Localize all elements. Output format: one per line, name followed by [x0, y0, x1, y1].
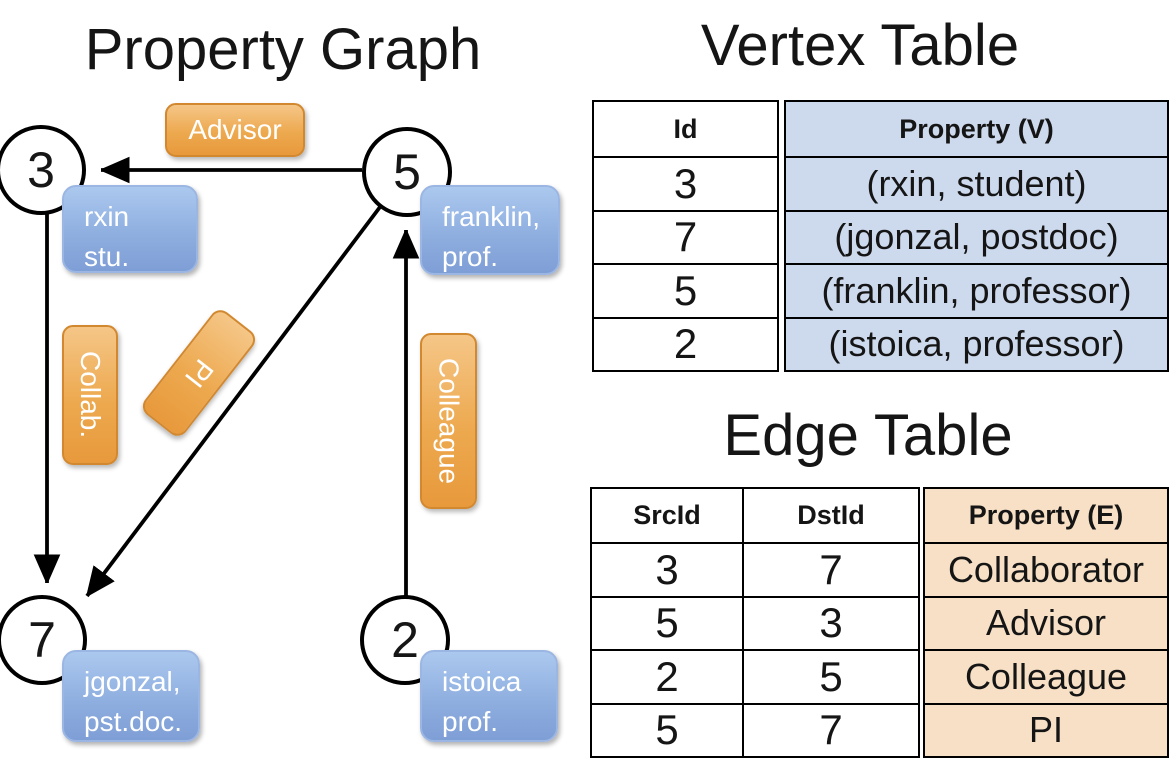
vertex-property-box-franklin: franklin, prof.: [420, 185, 560, 275]
edge-table-row-1-property: Advisor: [923, 595, 1169, 651]
edge-pi-5-to-7: [85, 205, 382, 596]
vertex-table-row-3-property: (istoica, professor): [784, 316, 1169, 372]
edge-table-row-3-property: PI: [923, 702, 1169, 758]
vertex-property-box-jgonzal: jgonzal, pst.doc.: [62, 650, 200, 742]
vertex-table-row-0-id: 3: [592, 156, 779, 212]
vertex-property-box-rxin-line2: stu.: [84, 240, 130, 272]
edge-table-row-2-dst: 5: [742, 649, 920, 705]
edge-table-row-1-dst: 3: [742, 595, 920, 651]
edge-table-title: Edge Table: [723, 403, 1013, 468]
edge-table-row-0-src: 3: [590, 542, 744, 598]
vertex-property-box-rxin-line1: rxin: [84, 201, 130, 232]
edge-table-row-0-property: Collaborator: [923, 542, 1169, 598]
vertex-node-2-label: 2: [391, 612, 419, 668]
edge-table-id-columns: SrcId DstId 3 7 5 3 2 5 5 7: [590, 487, 920, 758]
edge-table-row-2-property: Colleague: [923, 649, 1169, 705]
vertex-property-box-rxin: rxin stu.: [62, 185, 198, 273]
vertex-table-id-header: Id: [592, 100, 779, 158]
vertex-property-box-franklin-line1: franklin,: [442, 201, 541, 232]
edge-table-dstid-header: DstId: [742, 487, 920, 544]
vertex-table-property-header: Property (V): [784, 100, 1169, 158]
vertex-table-row-2-id: 5: [592, 263, 779, 319]
edge-table-row-3-src: 5: [590, 702, 744, 758]
vertex-property-box-franklin-line2: prof.: [442, 240, 499, 272]
vertex-table-id-column: Id 3 7 5 2: [592, 100, 779, 372]
vertex-table-row-3-id: 2: [592, 316, 779, 372]
vertex-property-box-jgonzal-line1: jgonzal,: [84, 666, 181, 697]
edge-label-advisor: Advisor: [165, 103, 305, 157]
edge-table-property-header: Property (E): [923, 487, 1169, 544]
vertex-property-box-jgonzal-line2: pst.doc.: [84, 705, 183, 737]
vertex-property-box-istoica-line1: istoica: [442, 666, 522, 697]
edge-table-property-column: Property (E) Collaborator Advisor Collea…: [923, 487, 1169, 758]
edge-table-srcid-header: SrcId: [590, 487, 744, 544]
edge-label-colleague: Colleague: [420, 333, 477, 509]
edge-label-collab: Collab.: [62, 325, 118, 465]
vertex-table-row-1-property: (jgonzal, postdoc): [784, 209, 1169, 265]
vertex-node-5-label: 5: [393, 144, 421, 200]
graph-edges-layer: [0, 0, 585, 760]
vertex-node-7-label: 7: [28, 612, 56, 668]
vertex-table-property-column: Property (V) (rxin, student) (jgonzal, p…: [784, 100, 1169, 372]
property-graph-title: Property Graph: [84, 17, 482, 82]
vertex-node-2: 2: [360, 595, 450, 685]
vertex-table-row-2-property: (franklin, professor): [784, 263, 1169, 319]
edge-table-row-1-src: 5: [590, 595, 744, 651]
edge-table-row-3-dst: 7: [742, 702, 920, 758]
vertex-property-box-istoica: istoica prof.: [420, 650, 558, 742]
edge-table-row-2-src: 2: [590, 649, 744, 705]
vertex-table-title: Vertex Table: [700, 13, 1020, 78]
vertex-table-row-1-id: 7: [592, 209, 779, 265]
vertex-property-box-istoica-line2: prof.: [442, 705, 499, 737]
vertex-table-row-0-property: (rxin, student): [784, 156, 1169, 212]
vertex-node-3-label: 3: [27, 142, 55, 198]
edge-table-row-0-dst: 7: [742, 542, 920, 598]
